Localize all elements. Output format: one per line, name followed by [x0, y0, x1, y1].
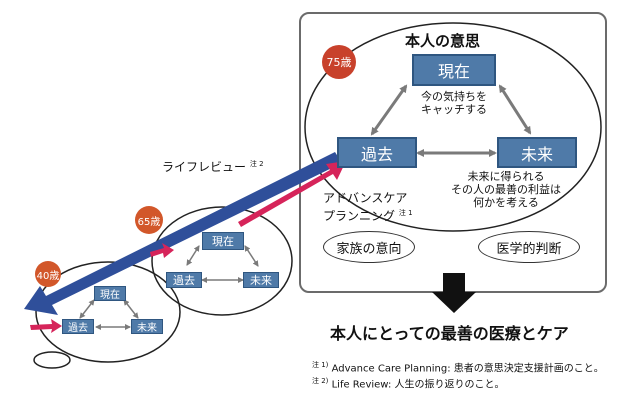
age-badge-65: 65歳 — [135, 206, 163, 234]
main-arrow-past-present — [370, 84, 408, 136]
medical-judgment-pill: 医学的判断 — [478, 231, 580, 263]
small-present-box: 現在 — [94, 286, 126, 301]
acp-note-mark: 注 1 — [398, 209, 413, 217]
life-review-note-mark: 注 2 — [249, 160, 264, 168]
family-intent-pill: 家族の意向 — [323, 231, 415, 263]
small-past-box: 過去 — [62, 319, 94, 334]
main-future-box: 未来 — [497, 137, 577, 168]
acp-label-line-2: プランニング 注 1 — [323, 206, 413, 224]
acp-arrow-main — [238, 161, 346, 227]
life-review-label: ライフレビュー 注 2 — [162, 158, 264, 174]
small-ellipse — [35, 261, 181, 363]
empty-ellipse — [33, 351, 71, 369]
main-arrow-present-future — [498, 84, 532, 135]
mid-past-box: 過去 — [166, 272, 202, 288]
main-past-box: 過去 — [337, 137, 417, 168]
future-caption-line-2: その人の最善の利益は — [451, 183, 561, 196]
footnote-1: 注 1) Advance Care Planning: 患者の意思決定支援計画の… — [312, 359, 604, 375]
future-caption-line-3: 何かを考える — [473, 196, 539, 209]
footnote-2: 注 2) Life Review: 人生の振り返りのこと。 — [312, 375, 505, 391]
life-review-arrow — [24, 152, 342, 315]
footnote-1-text: Advance Care Planning: 患者の意思決定支援計画のこと。 — [331, 363, 604, 375]
main-ellipse — [304, 22, 602, 232]
mid-arrow-past-present — [186, 245, 200, 266]
acp-arrow-small — [30, 319, 62, 333]
down-arrow — [432, 273, 476, 313]
small-arrow-past-present — [79, 299, 95, 319]
mid-present-box: 現在 — [202, 232, 244, 250]
middle-ellipse — [151, 206, 293, 316]
age-badge-40: 40歳 — [35, 261, 61, 287]
mid-future-box: 未来 — [243, 272, 279, 288]
future-caption-line-1: 未来に得られる — [467, 170, 545, 183]
future-caption: 未来に得られる その人の最善の利益は 何かを考える — [448, 170, 564, 209]
small-arrow-present-future — [123, 299, 139, 319]
age-badge-75: 75歳 — [322, 45, 356, 79]
present-caption: 今の気持ちを キャッチする — [410, 90, 498, 116]
life-review-text: ライフレビュー — [162, 160, 247, 174]
present-caption-line-1: 今の気持ちを — [421, 90, 487, 103]
acp-label: アドバンスケア プランニング 注 1 — [323, 191, 413, 224]
footnote-1-mark: 注 1) — [312, 361, 329, 369]
mid-arrow-present-future — [244, 245, 259, 267]
main-title: 本人の意思 — [405, 32, 481, 50]
acp-arrow-middle — [150, 243, 174, 258]
present-caption-line-2: キャッチする — [421, 103, 487, 116]
acp-label-line-1: アドバンスケア — [323, 191, 408, 205]
footnote-2-mark: 注 2) — [312, 377, 329, 385]
footnote-2-text: Life Review: 人生の振り返りのこと。 — [331, 379, 505, 391]
small-future-box: 未来 — [131, 319, 163, 334]
result-headline: 本人にとっての最善の医療とケア — [330, 324, 569, 343]
acp-label-text: プランニング — [323, 209, 396, 223]
main-present-box: 現在 — [412, 54, 496, 86]
